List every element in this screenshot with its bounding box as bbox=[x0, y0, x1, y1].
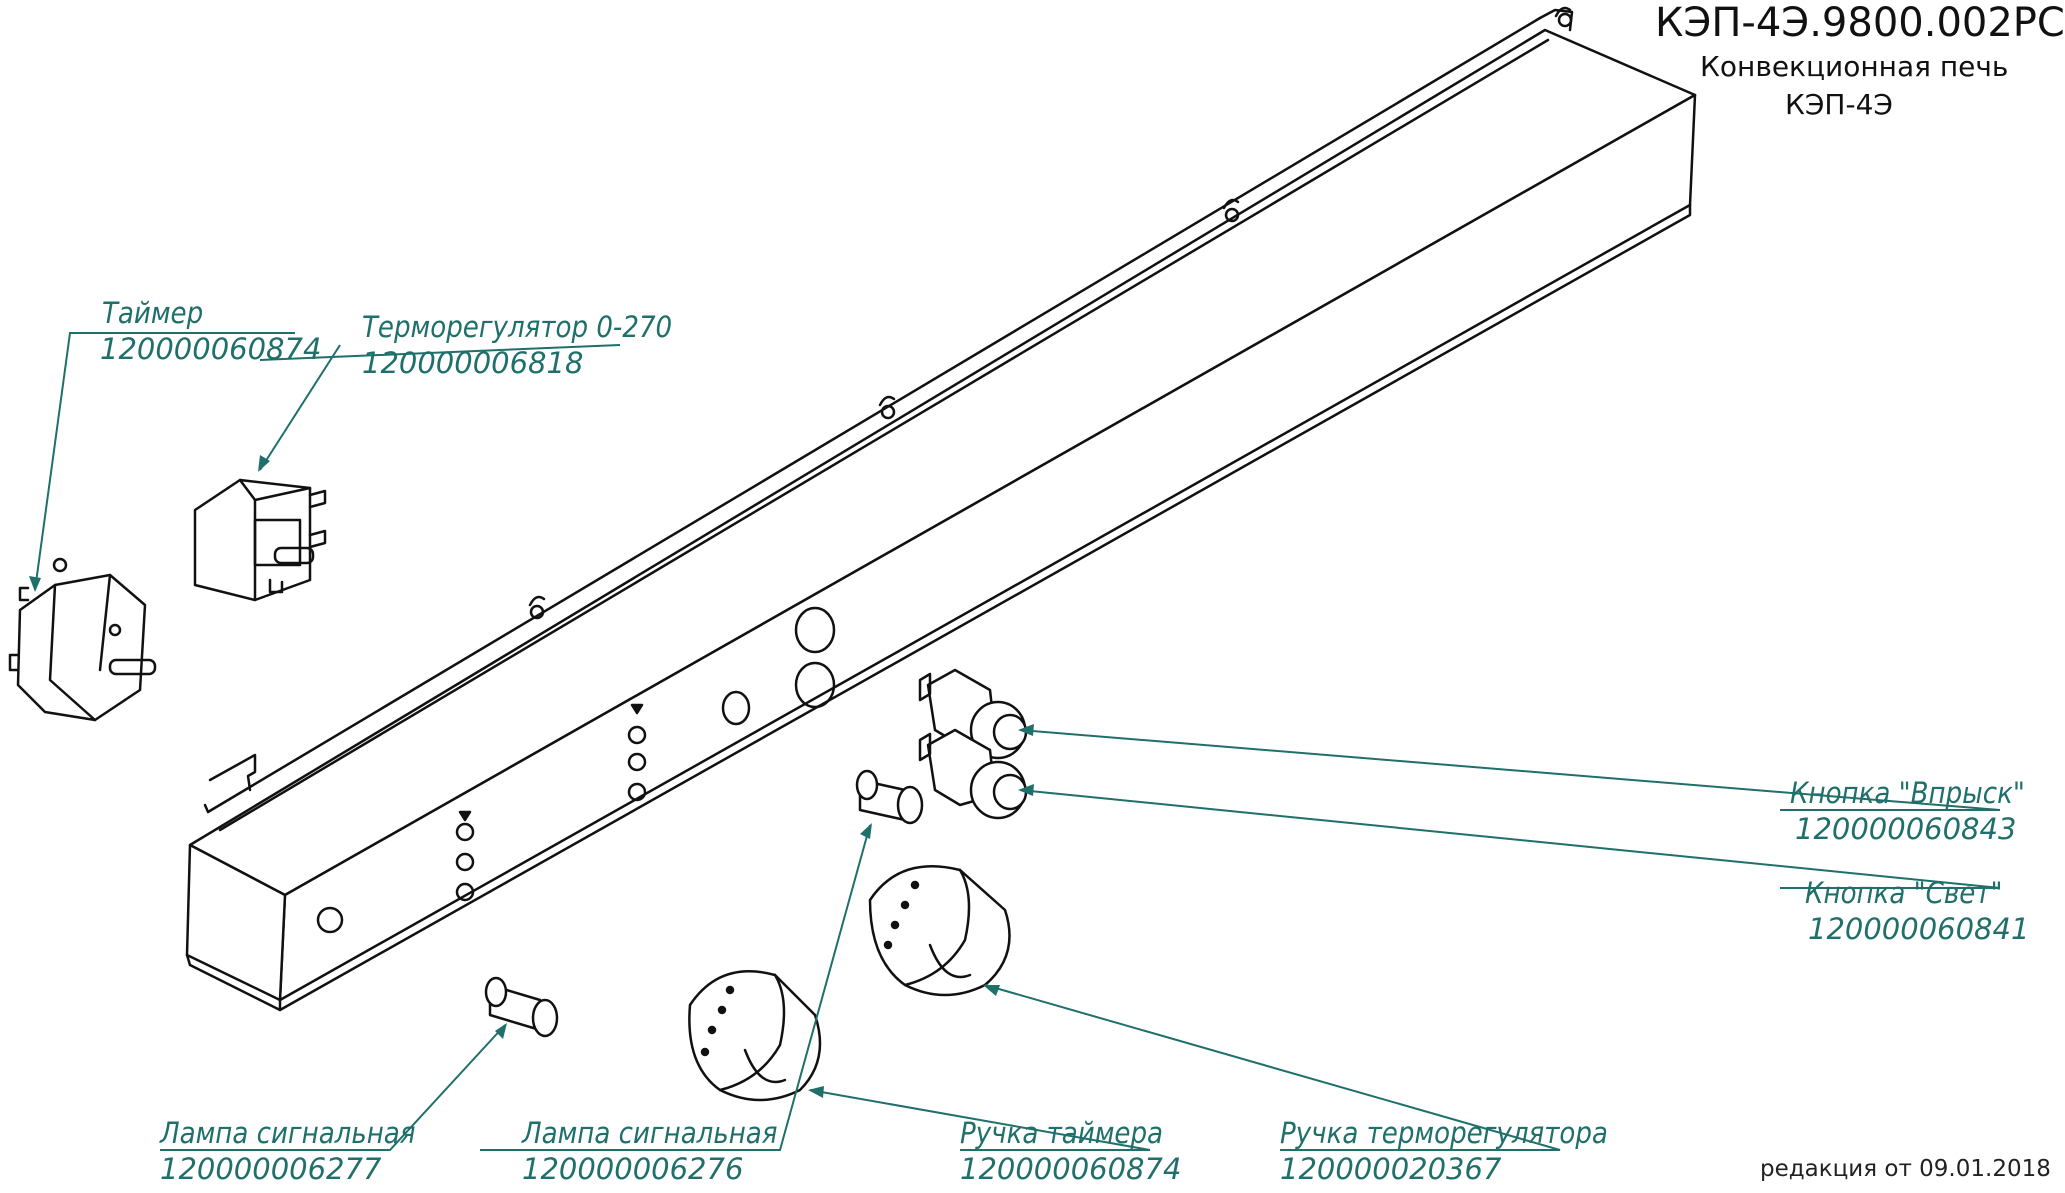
leader-lines bbox=[34, 332, 2001, 1151]
callout-thermostat-name: Терморегулятор 0-270 bbox=[362, 310, 673, 344]
exploded-assembly-drawing bbox=[8, 6, 2001, 1151]
thermostat-knob-part bbox=[868, 865, 1011, 997]
drawing-canvas: КЭП-4Э.9800.002РС Конвекционная печь КЭП… bbox=[8, 0, 2065, 1186]
leader-button-light bbox=[1019, 789, 2001, 889]
button-light-part bbox=[918, 728, 1028, 820]
callout-button-light-code: 120000060841 bbox=[1808, 912, 2030, 946]
callout-timer-name: Таймер bbox=[102, 296, 204, 330]
leader-lamp-left bbox=[160, 1024, 506, 1151]
callout-button-injection-name: Кнопка "Впрыск" bbox=[1790, 776, 2025, 810]
thermostat-part bbox=[193, 478, 327, 602]
button-injection-part bbox=[918, 668, 1028, 760]
leader-lamp-right bbox=[480, 824, 871, 1151]
callout-button-injection-code: 120000060843 bbox=[1795, 812, 2017, 846]
timer-knob-part bbox=[688, 970, 822, 1102]
product-model: КЭП-4Э bbox=[1785, 88, 1893, 121]
control-panel-housing bbox=[185, 6, 1697, 1012]
revision-date: редакция от 09.01.2018 bbox=[1760, 1156, 2051, 1182]
callout-knob-timer-name: Ручка таймера bbox=[960, 1116, 1164, 1150]
callout-thermostat-code: 120000006818 bbox=[362, 346, 584, 380]
document-code: КЭП-4Э.9800.002РС bbox=[1655, 0, 2065, 46]
callout-knob-timer-code: 120000060874 bbox=[960, 1152, 1182, 1186]
product-subtitle: Конвекционная печь bbox=[1700, 50, 2009, 83]
leader-button-injection bbox=[1019, 729, 2001, 811]
callout-lamp-left-name: Лампа сигнальная bbox=[160, 1116, 416, 1150]
signal-lamp-left-part bbox=[484, 976, 559, 1038]
leader-knob-thermostat bbox=[984, 984, 1561, 1151]
callout-lamp-left-code: 120000006277 bbox=[160, 1152, 382, 1186]
callout-knob-thermostat-name: Ручка терморегулятора bbox=[1280, 1116, 1608, 1150]
leader-thermostat bbox=[259, 344, 621, 471]
callout-lamp-right-code: 120000006276 bbox=[522, 1152, 744, 1186]
callout-knob-thermostat-code: 120000020367 bbox=[1280, 1152, 1502, 1186]
timer-part bbox=[8, 557, 157, 722]
signal-lamp-right-part bbox=[855, 769, 924, 825]
callout-lamp-right-name: Лампа сигнальная bbox=[522, 1116, 778, 1150]
callout-button-light-name: Кнопка "Свет" bbox=[1805, 876, 2003, 910]
callout-timer-code: 120000060874 bbox=[100, 332, 322, 366]
leader-knob-timer bbox=[809, 1089, 1151, 1151]
